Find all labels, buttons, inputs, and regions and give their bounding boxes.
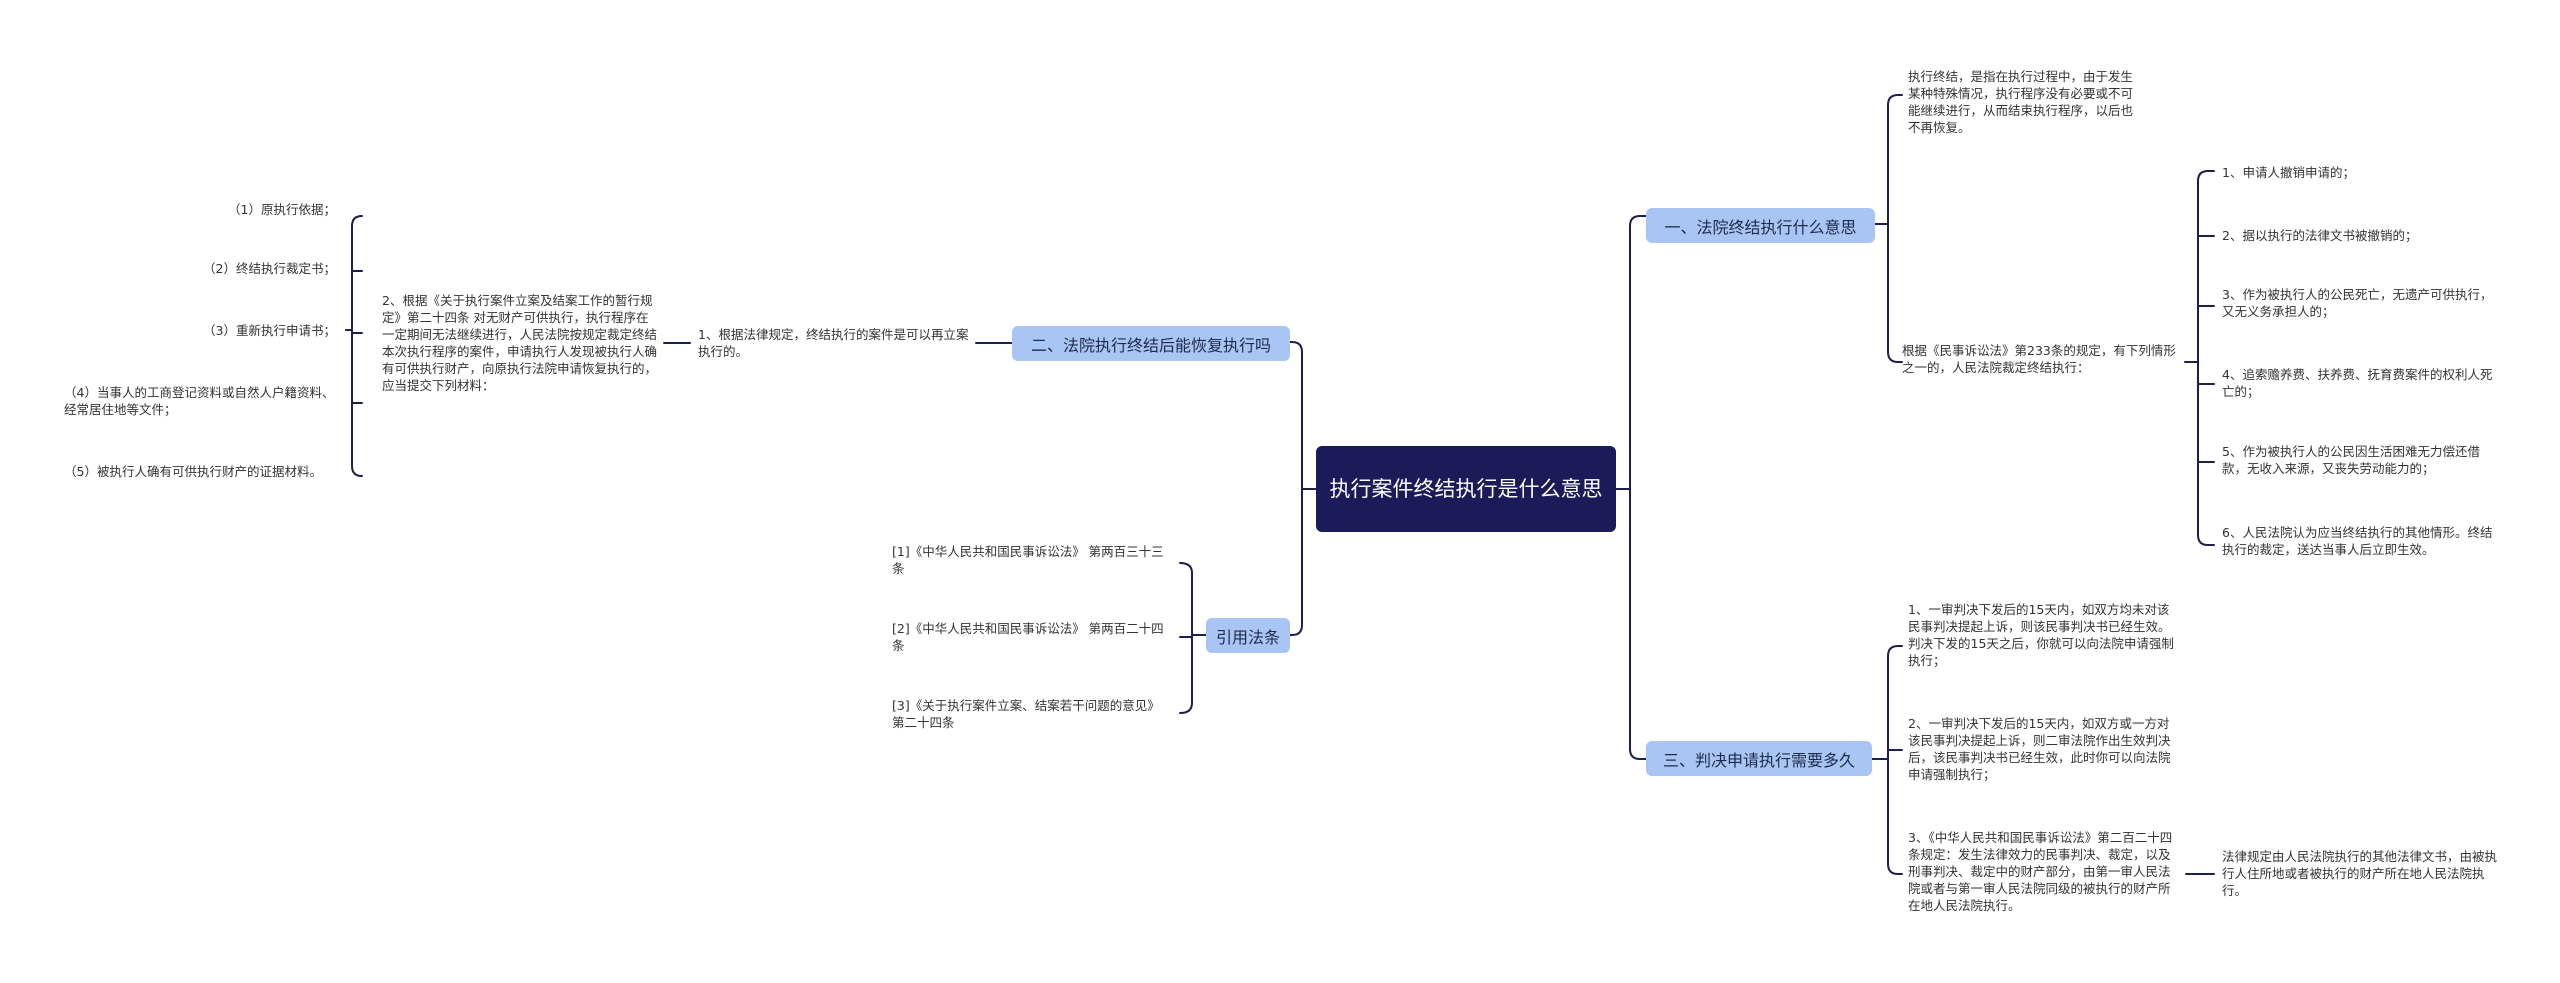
t2-material-2: （2）终结执行裁定书； — [203, 261, 336, 276]
t1-definition: 执行终结，是指在执行过程中，由于发生某种特殊情况，执行程序没有必要或不可能继续进… — [1908, 69, 2134, 135]
t4-reference-3: [3]《关于执行案件立案、结案若干问题的意见》 第二十四条 — [892, 698, 1160, 730]
connector-t2-materials — [345, 215, 363, 477]
root-topic[interactable]: 执行案件终结执行是什么意思 — [1316, 446, 1616, 532]
connector-t4 — [1179, 562, 1207, 714]
t1-legal-basis: 根据《民事诉讼法》第233条的规定，有下列情形之一的，人民法院裁定终结执行： — [1902, 343, 2176, 375]
t2-answer: 1、根据法律规定，终结执行的案件是可以再立案执行的。 — [698, 327, 969, 359]
t2-material-4: （4）当事人的工商登记资料或自然人户籍资料、经常居住地等文件； — [64, 385, 335, 417]
topic-meaning[interactable]: 一、法院终结执行什么意思 — [1646, 208, 1875, 243]
t3-item-2: 2、一审判决下发后的15天内，如双方或一方对该民事判决提起上诉，则二审法院作出生… — [1908, 716, 2171, 782]
t1-case-4: 4、追索赡养费、扶养费、抚育费案件的权利人死亡的； — [2222, 367, 2493, 399]
topic-resume-execution[interactable]: 二、法院执行终结后能恢复执行吗 — [1012, 326, 1290, 361]
t1-case-5: 5、作为被执行人的公民因生活困难无力偿还借款，无收入来源，又丧失劳动能力的； — [2222, 444, 2480, 476]
t3-item-1: 1、一审判决下发后的15天内，如双方均未对该民事判决提起上诉，则该民事判决书已经… — [1908, 602, 2174, 668]
t1-case-2: 2、据以执行的法律文书被撤销的； — [2222, 228, 2418, 243]
connector-root-left — [1289, 341, 1317, 636]
t2-material-5: （5）被执行人确有可供执行财产的证据材料。 — [64, 464, 322, 479]
t1-case-6: 6、人民法院认为应当终结执行的其他情形。终结执行的裁定，送达当事人后立即生效。 — [2222, 525, 2493, 557]
t3-note: 法律规定由人民法院执行的其他法律文书，由被执行人住所地或者被执行的财产所在地人民… — [2222, 849, 2498, 898]
connector-t1-cases — [2184, 170, 2215, 546]
t2-material-1: （1）原执行依据； — [228, 202, 336, 217]
topic-cited-laws[interactable]: 引用法条 — [1206, 618, 1290, 653]
t4-reference-2: [2]《中华人民共和国民事诉讼法》 第两百二十四条 — [892, 621, 1164, 653]
connector-root-right — [1615, 215, 1647, 760]
t2-material-3: （3）重新执行申请书； — [203, 323, 336, 338]
t1-case-1: 1、申请人撤销申请的； — [2222, 165, 2355, 180]
t4-reference-1: [1]《中华人民共和国民事诉讼法》 第两百三十三条 — [892, 544, 1164, 576]
t3-item-3: 3、《中华人民共和国民事诉讼法》第二百二十四条规定：发生法律效力的民事判决、裁定… — [1908, 830, 2173, 913]
connector-t3 — [1871, 645, 1903, 875]
topic-execution-time[interactable]: 三、判决申请执行需要多久 — [1646, 741, 1872, 776]
connector-t1 — [1874, 94, 1903, 363]
t2-rule: 2、根据《关于执行案件立案及结案工作的暂行规定》第二十四条 对无财产可供执行，执… — [382, 293, 658, 393]
t1-case-3: 3、作为被执行人的公民死亡，无遗产可供执行，又无义务承担人的； — [2222, 287, 2493, 319]
